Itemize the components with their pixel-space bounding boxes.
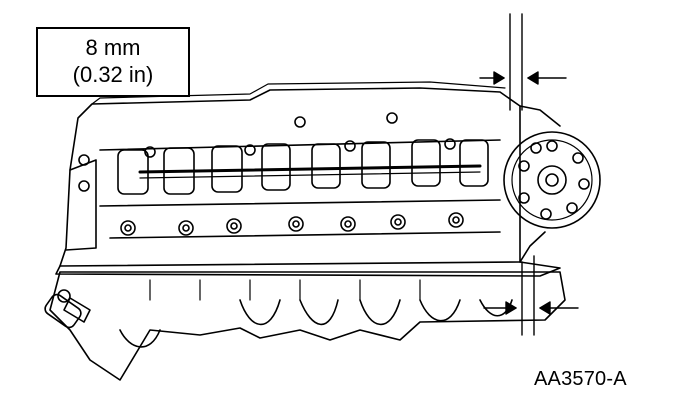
lower-casting <box>49 271 566 381</box>
reference-code: AA3570-A <box>534 368 627 390</box>
measurement-imperial: (0.32 in) <box>72 62 154 87</box>
camshaft-lobes <box>117 139 489 195</box>
sensor-plug <box>44 289 91 329</box>
head-bolts <box>78 112 464 236</box>
measurement-lines <box>479 13 579 336</box>
measurement-callout: 8 mm (0.32 in) <box>36 27 190 97</box>
cam-sprocket <box>503 131 601 229</box>
measurement-metric: 8 mm <box>85 35 141 61</box>
